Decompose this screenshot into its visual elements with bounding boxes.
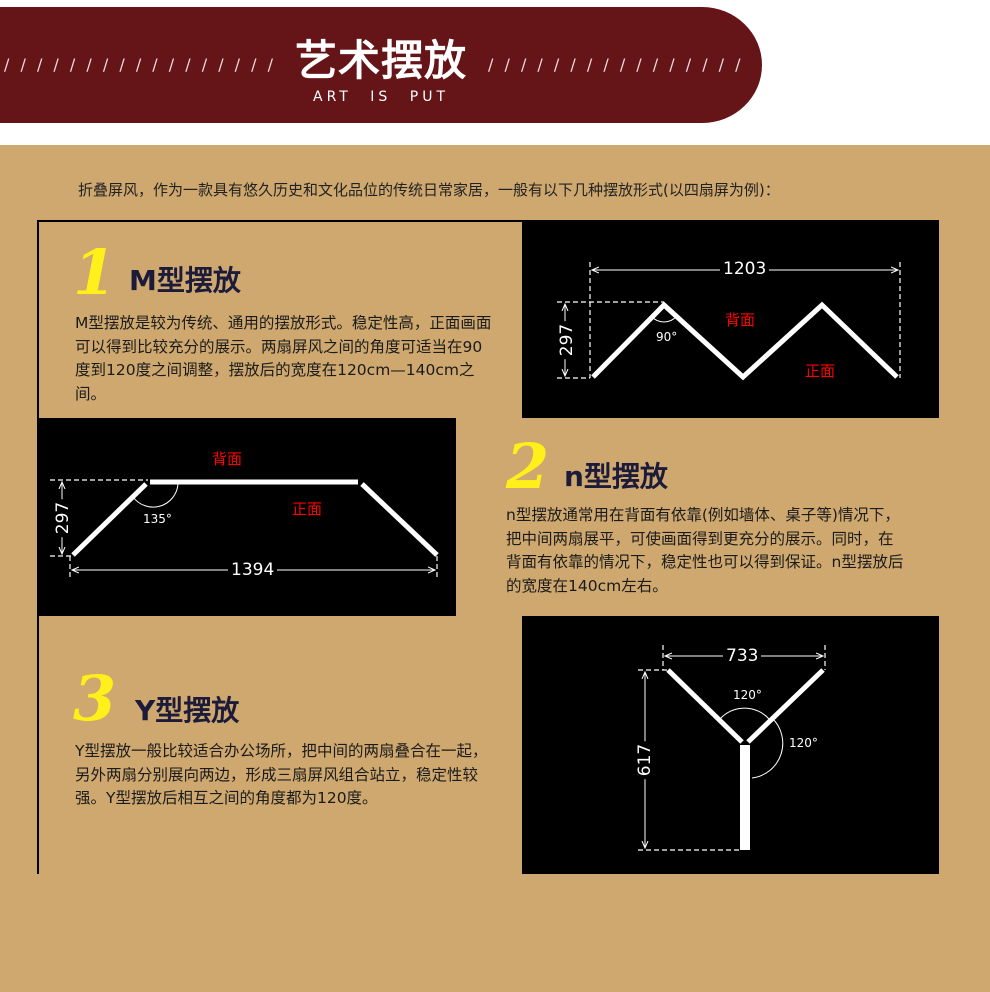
front-side-label: 正面 xyxy=(805,362,836,380)
section-text: Y型摆放一般比较适合办公场所，把中间的两扇叠合在一起，另外两扇分别展向两边，形成… xyxy=(75,742,488,807)
n-angle-label: 135° xyxy=(143,512,172,526)
n-type-description: 2 n型摆放 n型摆放通常用在背面有依靠(例如墙体、桌子等)情况下，把中间两扇展… xyxy=(456,418,939,616)
decorative-slashes-left: / / / / / / / / / / / / / / / / / / / / … xyxy=(4,55,276,74)
back-side-label: 背面 xyxy=(212,450,243,468)
y-angle-label-side: 120° xyxy=(789,736,818,750)
y-screen-panels xyxy=(666,668,825,850)
section-text: n型摆放通常用在背面有依靠(例如墙体、桌子等)情况下，把中间两扇展平，可使画面得… xyxy=(506,506,904,595)
section-heading: Y型摆放 xyxy=(135,694,240,727)
section-subtitle: ART IS PUT xyxy=(313,89,449,105)
section-number: 3 xyxy=(73,662,117,735)
m-screen-panels xyxy=(591,301,899,381)
intro-text: 折叠屏风，作为一款具有悠久历史和文化品位的传统日常家居，一般有以下几种摆放形式(… xyxy=(78,181,780,199)
n-width-label: 1394 xyxy=(228,560,278,580)
placement-grid: 1 M型摆放 M型摆放是较为传统、通用的摆放形式。稳定性高，正面画面可以得到比较… xyxy=(37,220,939,874)
header-banner xyxy=(0,7,762,123)
section-title: 艺术摆放 xyxy=(294,36,467,85)
m-angle-label: 90° xyxy=(656,330,678,344)
section-number: 1 xyxy=(73,236,117,309)
n-height-label: 297 xyxy=(53,498,74,538)
decorative-slashes-right: / / / / / / / / / / / / / / / / / / / / … xyxy=(488,55,750,74)
back-side-label: 背面 xyxy=(725,311,756,329)
front-side-label: 正面 xyxy=(292,500,323,518)
y-height-label: 617 xyxy=(635,740,656,780)
n-screen-panels xyxy=(71,479,439,557)
m-type-diagram xyxy=(522,222,939,418)
m-width-label: 1203 xyxy=(720,259,770,279)
section-text: M型摆放是较为传统、通用的摆放形式。稳定性高，正面画面可以得到比较充分的展示。两… xyxy=(75,314,492,403)
m-type-description: 1 M型摆放 M型摆放是较为传统、通用的摆放形式。稳定性高，正面画面可以得到比较… xyxy=(39,222,522,418)
y-width-label: 733 xyxy=(723,646,762,666)
section-number: 2 xyxy=(506,430,550,503)
y-angle-label-top: 120° xyxy=(733,688,762,702)
y-type-description: 3 Y型摆放 Y型摆放一般比较适合办公场所，把中间的两扇叠合在一起，另外两扇分别… xyxy=(39,616,522,874)
m-height-label: 297 xyxy=(557,320,578,360)
section-heading: n型摆放 xyxy=(564,460,668,493)
section-heading: M型摆放 xyxy=(129,264,241,297)
